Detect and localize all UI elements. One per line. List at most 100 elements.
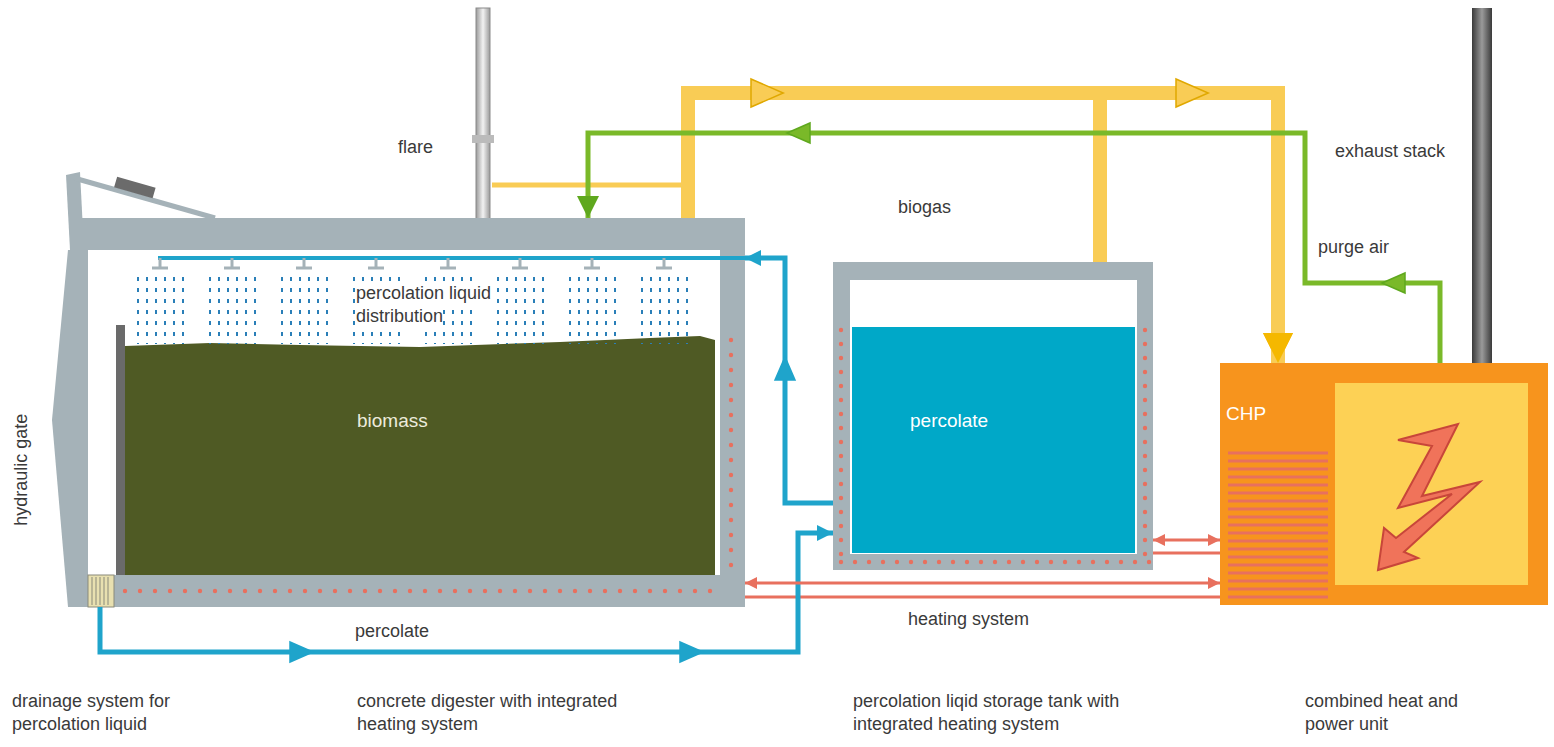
hydraulic-cylinder xyxy=(114,177,155,199)
heating-dot xyxy=(1143,356,1147,360)
heating-dot xyxy=(588,589,592,593)
pipe-connector xyxy=(745,582,1220,585)
heating-dot xyxy=(483,589,487,593)
pipe-label-box: purge air xyxy=(1318,236,1389,259)
gate-arm xyxy=(74,178,215,218)
heating-dot xyxy=(909,560,913,564)
nozzle-head xyxy=(512,267,528,270)
pipe-connector xyxy=(745,258,833,503)
heating-dot xyxy=(333,589,337,593)
heating-dot xyxy=(273,589,277,593)
heating-dot xyxy=(839,524,843,528)
part-name: hydraulic gate xyxy=(11,414,31,526)
heating-dot xyxy=(729,383,733,387)
flare-pipe xyxy=(476,8,490,220)
chp-unit: CHP xyxy=(1220,363,1548,605)
heating-dot xyxy=(923,560,927,564)
heating-dot xyxy=(453,589,457,593)
heating-dot xyxy=(1007,560,1011,564)
heating-dot xyxy=(198,589,202,593)
heating-dot xyxy=(839,328,843,332)
heating-dot xyxy=(663,589,667,593)
heating-dot xyxy=(1143,328,1147,332)
flow-arrow xyxy=(1382,273,1405,293)
heating-dot xyxy=(528,589,532,593)
heating-dot xyxy=(498,589,502,593)
generator-box xyxy=(1335,383,1528,585)
heating-dot xyxy=(729,533,733,537)
exchanger-tube xyxy=(1228,452,1328,455)
heating-dot xyxy=(1143,482,1147,486)
heating-dot xyxy=(839,468,843,472)
exchanger-tube xyxy=(1228,508,1328,511)
exchanger-tube xyxy=(1228,500,1328,503)
heating-dot xyxy=(729,398,733,402)
component-caption-box: combined heat and power unit xyxy=(1305,690,1495,737)
heating-dot xyxy=(393,589,397,593)
exchanger-tube xyxy=(1228,548,1328,551)
heating-dot xyxy=(1049,560,1053,564)
heating-dot xyxy=(1133,560,1137,564)
heating-dot xyxy=(729,368,733,372)
chp-housing xyxy=(1220,363,1548,605)
heating-dot xyxy=(729,443,733,447)
flare-flange xyxy=(472,135,494,143)
heating-dot xyxy=(839,440,843,444)
heating-dot xyxy=(1063,560,1067,564)
heating-dot xyxy=(729,503,733,507)
nozzle-head xyxy=(152,267,168,270)
heating-dot xyxy=(1143,510,1147,514)
part-name-box: percolation liquid distribution xyxy=(356,282,526,329)
heating-dot xyxy=(243,589,247,593)
heating-dot xyxy=(558,589,562,593)
flow-arrow xyxy=(290,642,313,662)
exhaust-stack xyxy=(1472,8,1492,363)
pipe-label: heating system xyxy=(908,609,1029,629)
heating-dot xyxy=(839,560,843,564)
nozzle-head xyxy=(368,267,384,270)
grate-bar xyxy=(108,577,109,605)
digester-roof xyxy=(75,218,745,250)
heating-dot xyxy=(839,552,843,556)
heating-dot xyxy=(648,589,652,593)
heating-dot xyxy=(213,589,217,593)
gate-leaf xyxy=(52,250,88,607)
heating-dot xyxy=(839,426,843,430)
heating-dot xyxy=(363,589,367,593)
heating-dot xyxy=(603,589,607,593)
grate-bar xyxy=(100,577,101,605)
heating-dot xyxy=(678,589,682,593)
pipe-label: biogas xyxy=(898,197,951,217)
pipe-connector xyxy=(100,533,833,652)
spray-drops xyxy=(130,272,188,344)
heating-dot xyxy=(1077,560,1081,564)
heat-exchanger xyxy=(1228,453,1328,597)
component-caption-box: drainage system for percolation liquid xyxy=(12,690,212,737)
spray-drops xyxy=(274,272,332,344)
heating-dot xyxy=(513,589,517,593)
heating-dot xyxy=(1119,560,1123,564)
drainage-grate xyxy=(88,575,114,607)
spray-drops xyxy=(634,272,692,344)
heating-dot xyxy=(1143,538,1147,542)
heating-dot xyxy=(1105,560,1109,564)
digester-wall xyxy=(720,250,745,607)
spray-drops xyxy=(202,272,260,344)
flow-arrow xyxy=(680,642,703,662)
node-label: biomass xyxy=(357,410,428,432)
tank-inside xyxy=(850,280,1137,554)
heating-dot xyxy=(839,342,843,346)
part-name-box: hydraulic gate xyxy=(10,408,33,532)
heating-dot xyxy=(729,338,733,342)
heating-dot xyxy=(378,589,382,593)
heating-dot xyxy=(1143,524,1147,528)
grate-bar xyxy=(104,577,105,605)
heating-dot xyxy=(168,589,172,593)
tank-heating-dots xyxy=(839,328,1151,564)
part-name: percolation liquid distribution xyxy=(356,283,491,326)
component-caption-box: concrete digester with integrated heatin… xyxy=(357,690,637,737)
node-label: CHP xyxy=(1226,403,1266,425)
heating-dot xyxy=(839,370,843,374)
heating-dot xyxy=(693,589,697,593)
